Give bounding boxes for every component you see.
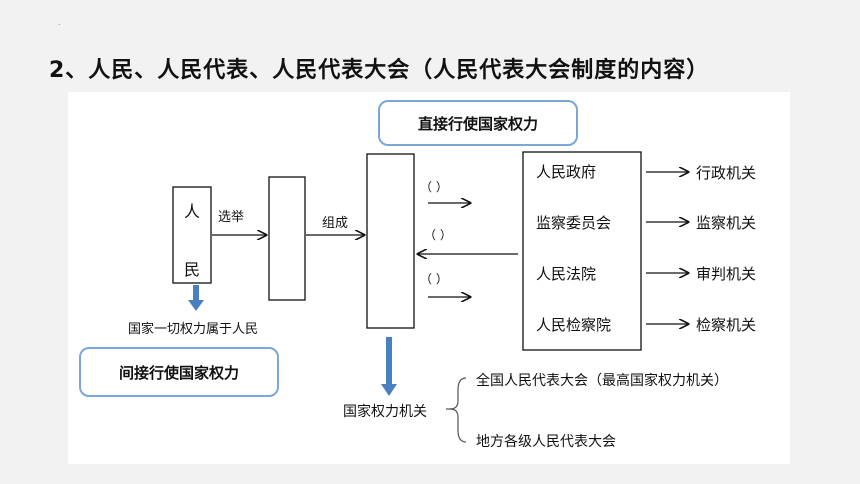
blank-paren-3: （ ） [420, 272, 448, 286]
organ-procuratorate: 人民检察院 [536, 316, 612, 334]
deputies-box [268, 176, 306, 301]
organ-government: 人民政府 [536, 163, 597, 181]
type-administrative: 行政机关 [696, 164, 757, 182]
people-char-2: 民 [184, 260, 201, 279]
power-organ-label: 国家权力机关 [343, 404, 427, 420]
direct-exercise-label: 直接行使国家权力 [378, 100, 578, 146]
belong-label: 国家一切权力属于人民 [128, 322, 259, 337]
people-char-1: 人 [184, 202, 201, 221]
down-arrow-people [188, 285, 204, 311]
people-box [172, 186, 212, 284]
type-judicial: 审判机关 [696, 265, 757, 283]
npc-national: 全国人民代表大会（最高国家权力机关） [476, 373, 728, 389]
organ-court: 人民法院 [536, 265, 597, 283]
npc-local: 地方各级人民代表大会 [476, 434, 616, 450]
type-supervisory: 监察机关 [696, 214, 757, 232]
slide-dot: . [58, 18, 61, 27]
npc-bracket [449, 377, 467, 443]
indirect-exercise-label: 间接行使国家权力 [79, 347, 279, 397]
type-procuratorial: 检察机关 [696, 316, 757, 334]
blank-paren-2: （ ） [424, 228, 452, 242]
elect-label: 选举 [218, 210, 245, 225]
blank-paren-1: （ ） [420, 180, 448, 194]
compose-label: 组成 [322, 216, 349, 231]
down-arrow-congress [381, 337, 397, 396]
congress-box [366, 153, 415, 329]
organs-box [522, 151, 642, 351]
organ-supervision: 监察委员会 [536, 214, 612, 232]
slide-title: 2、人民、人民代表、人民代表大会（人民代表大会制度的内容） [49, 58, 710, 83]
